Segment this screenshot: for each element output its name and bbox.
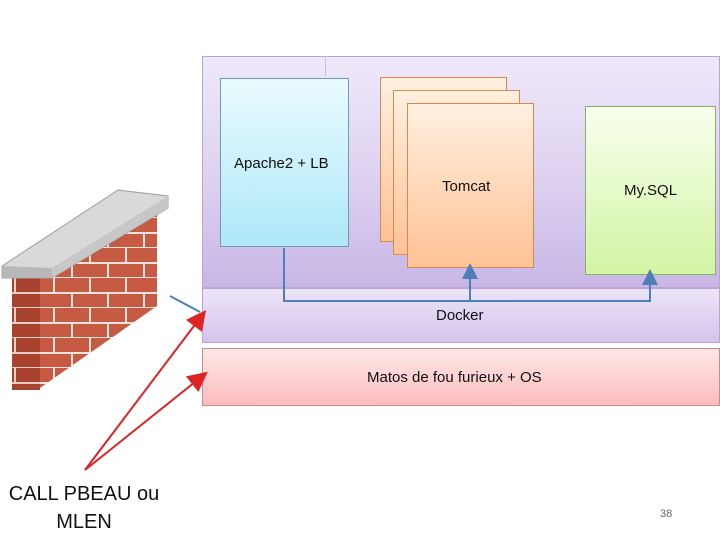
connector-firewall-docker <box>169 295 201 313</box>
apache-label: Apache2 + LB <box>234 155 329 172</box>
hardware-label: Matos de fou furieux + OS <box>367 369 542 386</box>
caption: CALL PBEAU ou MLEN <box>4 480 164 536</box>
red-arrow-to-hardware <box>84 371 208 471</box>
page-number: 38 <box>660 508 673 520</box>
tomcat-label: Tomcat <box>442 178 491 195</box>
mysql-box <box>585 106 716 275</box>
caption-line-2: MLEN <box>56 511 112 533</box>
hardware-layer <box>202 348 720 406</box>
docker-label: Docker <box>436 307 484 324</box>
firewall-brick-wall-icon <box>1 189 169 390</box>
apache-box <box>220 78 349 247</box>
connector-tomcat-mysql <box>470 269 658 302</box>
mysql-label: My.SQL <box>624 182 678 199</box>
docker-layer <box>202 288 720 343</box>
divider-line <box>325 56 326 76</box>
red-arrow-to-docker <box>84 310 207 471</box>
caption-line-1: CALL PBEAU ou <box>8 483 160 505</box>
connector-apache-tomcat <box>283 248 478 302</box>
tomcat-card-front <box>407 103 534 268</box>
